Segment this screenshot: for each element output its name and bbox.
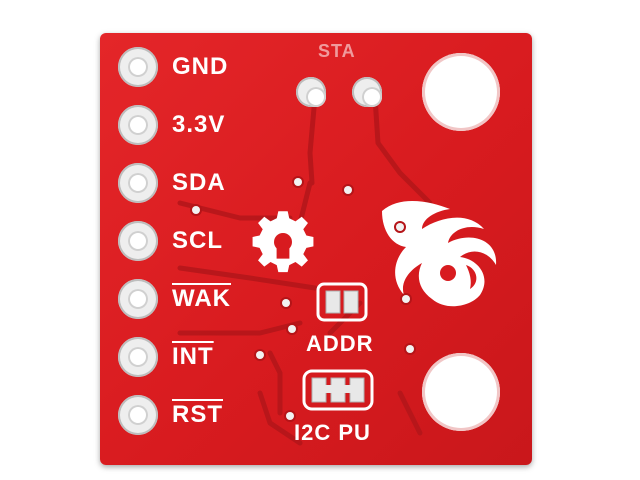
via [286,412,294,420]
pin-pad-wak [118,279,158,319]
breakout-board: GND 3.3V SDA SCL WAK INT RST STA ADDR I2… [100,33,532,465]
i2c-pullup-jumper [302,369,374,411]
via [288,325,296,333]
pin-pad-int [118,337,158,377]
via [406,345,414,353]
pin-pad-gnd [118,47,158,87]
mounting-hole-top [422,53,500,131]
via [344,186,352,194]
i2c-pullup-label: I2C PU [294,420,371,445]
pin-pad-sda [118,163,158,203]
via [294,178,302,186]
top-header-label: STA [318,41,356,61]
via [256,351,264,359]
board-traces [177,94,497,446]
pin-pad-scl [118,221,158,261]
via [282,299,290,307]
pin-label-rst: RST [172,401,223,428]
pin-label-gnd: GND [172,53,229,80]
pin-label-3v3: 3.3V [172,111,226,138]
addr-label: ADDR [306,331,374,356]
top-pad-right [352,77,382,107]
gear-icon [252,211,314,273]
pin-label-int: INT [172,343,214,370]
addr-jumper [316,282,368,322]
pin-pad-rst [118,395,158,435]
pin-pad-3v3 [118,105,158,145]
pin-label-wak: WAK [172,285,231,312]
pin-label-scl: SCL [172,227,223,254]
via [192,206,200,214]
mounting-hole-bottom [422,353,500,431]
via [402,295,410,303]
top-pad-left [296,77,326,107]
via [396,223,404,231]
flame-logo-icon [382,200,497,307]
pin-label-sda: SDA [172,169,226,196]
